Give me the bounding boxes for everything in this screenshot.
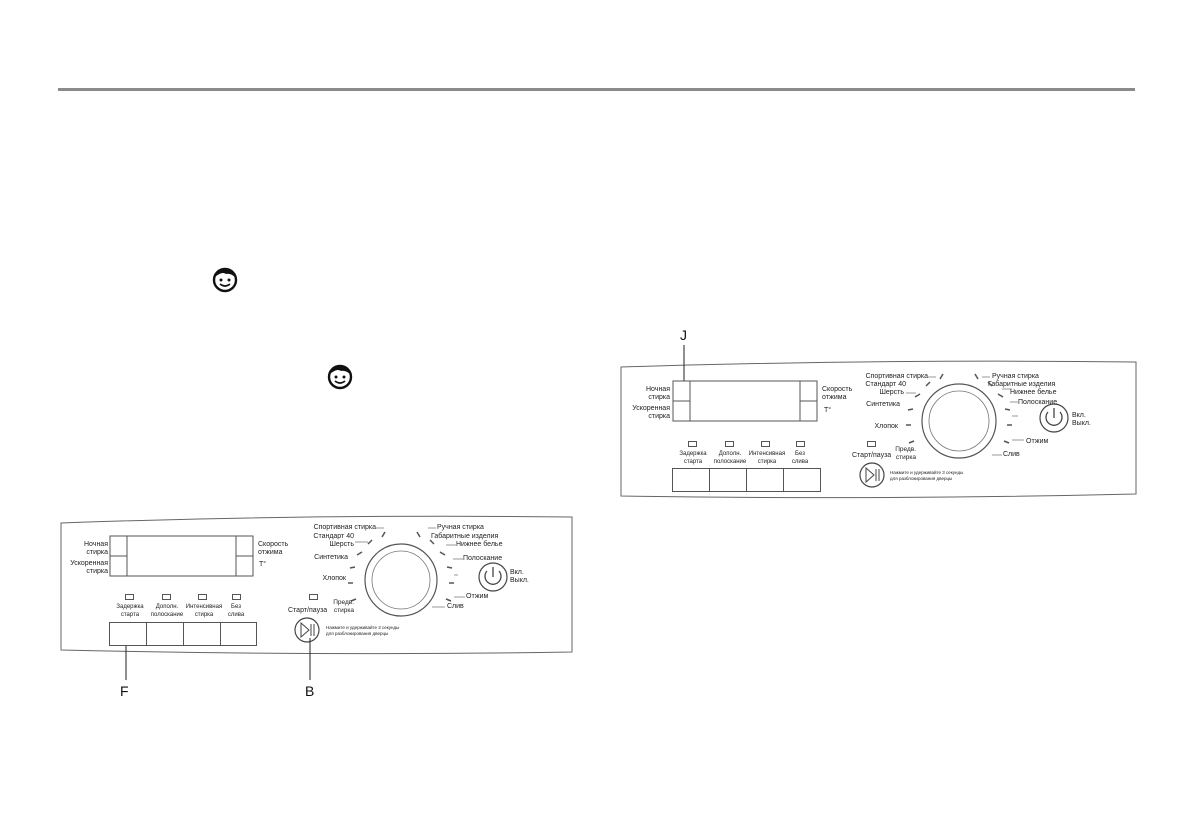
program-wool: Шерсть xyxy=(879,389,904,396)
label-start-pause-hint: Нажмите и удерживайте 3 секунды для разб… xyxy=(326,625,400,636)
label-quick-wash: Ускоренная стирка xyxy=(632,405,670,420)
label-power: Вкл. Выкл. xyxy=(1072,412,1091,427)
program-hand: Ручная стирка xyxy=(992,373,1039,380)
header-rule xyxy=(58,88,1135,91)
no-drain-button[interactable] xyxy=(783,468,821,492)
program-synthetics: Синтетика xyxy=(314,554,348,561)
label-power: Вкл. Выкл. xyxy=(510,569,529,584)
label-start-pause: Старт/пауза xyxy=(852,452,892,459)
program-sport: Спортивная стирка xyxy=(313,524,376,531)
program-spin: Отжим xyxy=(1026,438,1049,445)
no-drain-button[interactable] xyxy=(220,622,257,646)
label-night-wash: Ночная стирка xyxy=(646,386,670,401)
label-temperature: T° xyxy=(824,407,832,414)
program-cotton: Хлопок xyxy=(874,423,898,430)
program-drain: Слив xyxy=(447,603,464,610)
panel-outline xyxy=(620,345,1137,499)
program-underwear: Нижнее белье xyxy=(456,541,503,548)
led-delay-start xyxy=(688,441,697,447)
intensive-button[interactable] xyxy=(746,468,784,492)
label-start-pause-hint: Нажмите и удерживайте 3 секунды для разб… xyxy=(890,470,964,481)
delay-start-button[interactable] xyxy=(672,468,710,492)
child-face-icon xyxy=(327,364,353,390)
led-start-pause xyxy=(867,441,876,447)
label-intensive: Интенсивная стирка xyxy=(748,451,786,465)
led-delay-start xyxy=(125,594,134,600)
child-face-icon xyxy=(212,267,238,293)
intensive-button[interactable] xyxy=(183,622,221,646)
panel-outline xyxy=(60,515,573,680)
label-no-drain: Без слива xyxy=(791,451,809,465)
led-intensive xyxy=(198,594,207,600)
program-prewash: Предв. стирка xyxy=(895,446,916,461)
control-panel-right: Ночная стирка Ускоренная стирка Скорость… xyxy=(620,345,1140,503)
label-intensive: Интенсивная стирка xyxy=(185,604,223,618)
label-night-wash: Ночная стирка xyxy=(84,541,108,556)
program-wool: Шерсть xyxy=(329,541,354,548)
label-spin-speed: Скорость отжима xyxy=(822,386,853,401)
label-quick-wash: Ускоренная стирка xyxy=(70,560,108,575)
led-extra-rinse xyxy=(725,441,734,447)
label-delay-start: Задержка старта xyxy=(679,451,707,465)
program-prewash: Предв. стирка xyxy=(333,599,354,614)
callout-b: B xyxy=(305,683,315,699)
label-extra-rinse: Дополн. полоскание xyxy=(713,451,747,465)
led-no-drain xyxy=(232,594,241,600)
program-hand: Ручная стирка xyxy=(437,524,484,531)
led-extra-rinse xyxy=(162,594,171,600)
extra-rinse-button[interactable] xyxy=(709,468,747,492)
program-bulky: Габаритные изделия xyxy=(431,533,499,540)
led-no-drain xyxy=(796,441,805,447)
program-drain: Слив xyxy=(1003,451,1020,458)
label-extra-rinse: Дополн. полоскание xyxy=(150,604,184,618)
program-rinse: Полоскание xyxy=(463,555,503,562)
program-standard40: Стандарт 40 xyxy=(865,381,906,388)
label-start-pause: Старт/пауза xyxy=(288,607,328,614)
program-cotton: Хлопок xyxy=(322,575,346,582)
program-synthetics: Синтетика xyxy=(866,401,900,408)
label-temperature: T° xyxy=(259,561,267,568)
led-intensive xyxy=(761,441,770,447)
label-delay-start: Задержка старта xyxy=(116,604,144,618)
label-spin-speed: Скорость отжима xyxy=(258,541,289,556)
program-spin: Отжим xyxy=(466,593,489,600)
label-no-drain: Без слива xyxy=(227,604,245,618)
callout-j: J xyxy=(680,327,687,343)
program-standard40: Стандарт 40 xyxy=(313,533,354,540)
callout-f: F xyxy=(120,683,129,699)
program-rinse: Полоскание xyxy=(1018,399,1058,406)
led-start-pause xyxy=(309,594,318,600)
control-panel-left: Ночная стирка Ускоренная стирка Скорость… xyxy=(60,515,575,680)
extra-rinse-button[interactable] xyxy=(146,622,184,646)
delay-start-button[interactable] xyxy=(109,622,147,646)
program-sport: Спортивная стирка xyxy=(865,373,928,380)
program-bulky: Габаритные изделия xyxy=(988,381,1056,388)
program-underwear: Нижнее белье xyxy=(1010,389,1057,396)
